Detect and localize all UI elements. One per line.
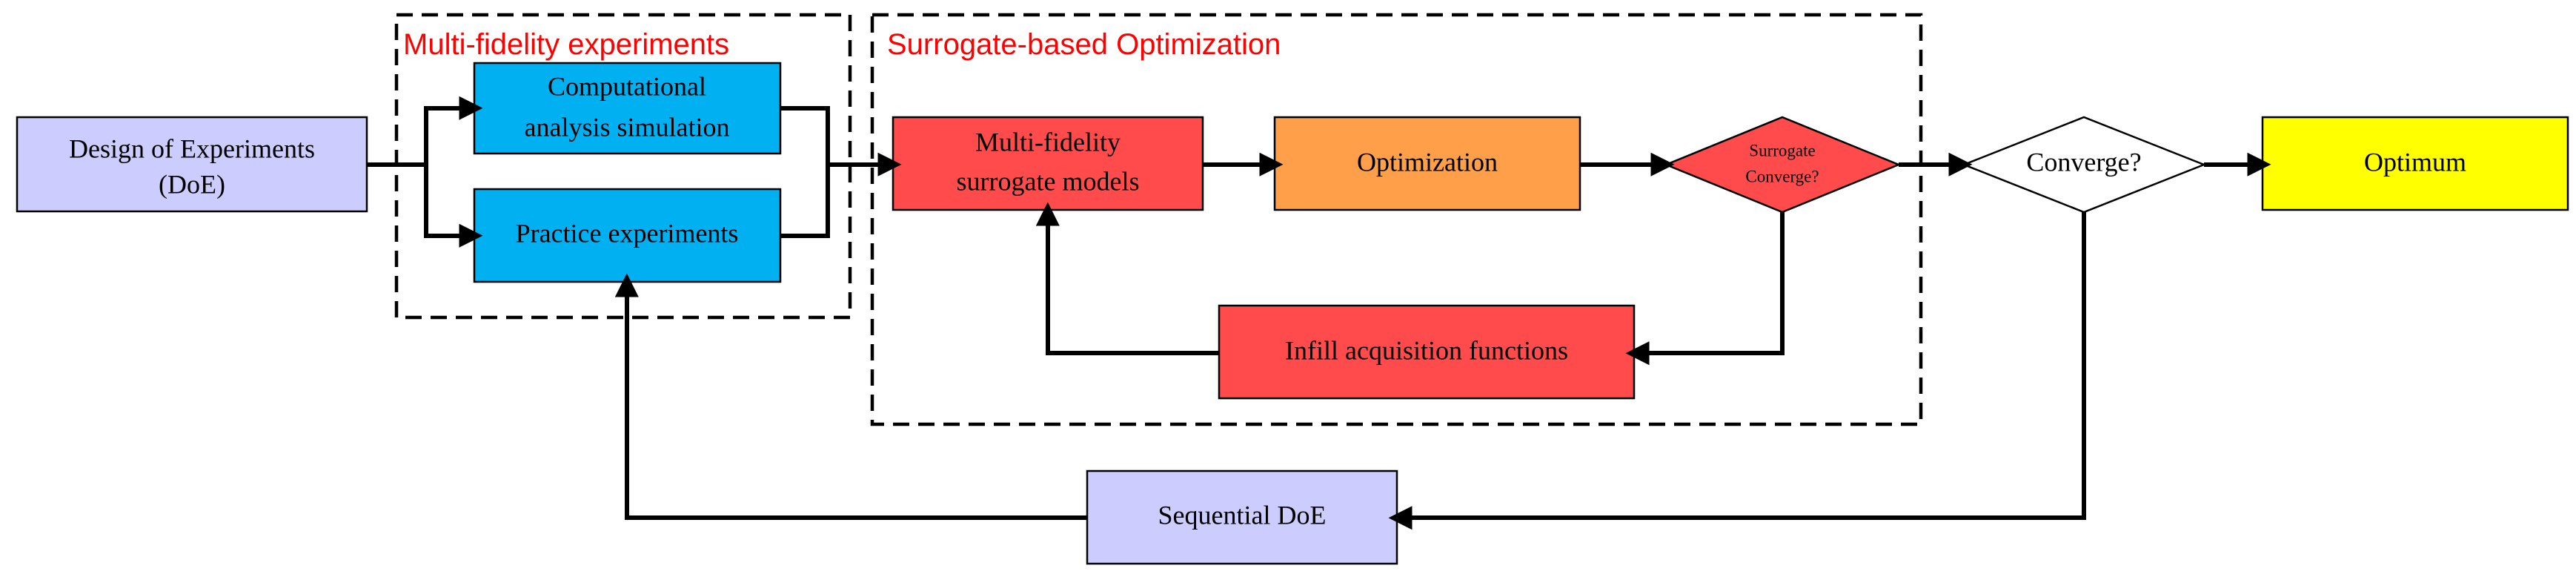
design-of-experiments-label-line1: Design of Experiments [69,134,315,163]
surrogate-based-optimization-group [870,13,1923,426]
infill-acquisition-box [1218,304,1636,400]
computational-analysis-label-line2: analysis simulation [525,112,730,142]
optimization-label: Optimization [1357,147,1498,177]
computational-analysis-box [473,62,782,155]
connector-computational-to-merge [780,106,830,165]
connector-branch-to-computational [424,96,483,165]
surrogate-based-optimization-title: Surrogate-based Optimization [887,28,1281,61]
surrogate-converge-decision [1663,116,1902,214]
connector-surrogate-converge-to-infill [1625,212,1785,366]
converge-label: Converge? [2026,147,2141,177]
connector-sequential-doe-to-practice [614,273,1087,520]
multi-fidelity-surrogate-label-line1: Multi-fidelity [975,127,1121,156]
infill-acquisition-label: Infill acquisition functions [1285,335,1568,365]
design-of-experiments-label-line2: (DoE) [159,169,225,199]
connector-infill-to-surrogate [1035,202,1219,355]
multi-fidelity-experiments-title: Multi-fidelity experiments [403,28,729,61]
connector-practice-to-merge [780,165,830,238]
surrogate-converge-label-line2: Converge? [1745,167,1819,185]
sequential-doe-label: Sequential DoE [1158,500,1327,530]
surrogate-converge-label-line1: Surrogate [1749,141,1815,159]
computational-analysis-label-line1: Computational [548,71,706,101]
multi-fidelity-surrogate-label-line2: surrogate models [957,166,1140,196]
practice-experiments-label: Practice experiments [516,218,739,248]
optimum-label: Optimum [2364,147,2466,177]
optimization-box [1273,116,1581,211]
connector-branch-to-practice [424,165,483,248]
connector-converge-to-sequential-doe [1388,212,2086,530]
